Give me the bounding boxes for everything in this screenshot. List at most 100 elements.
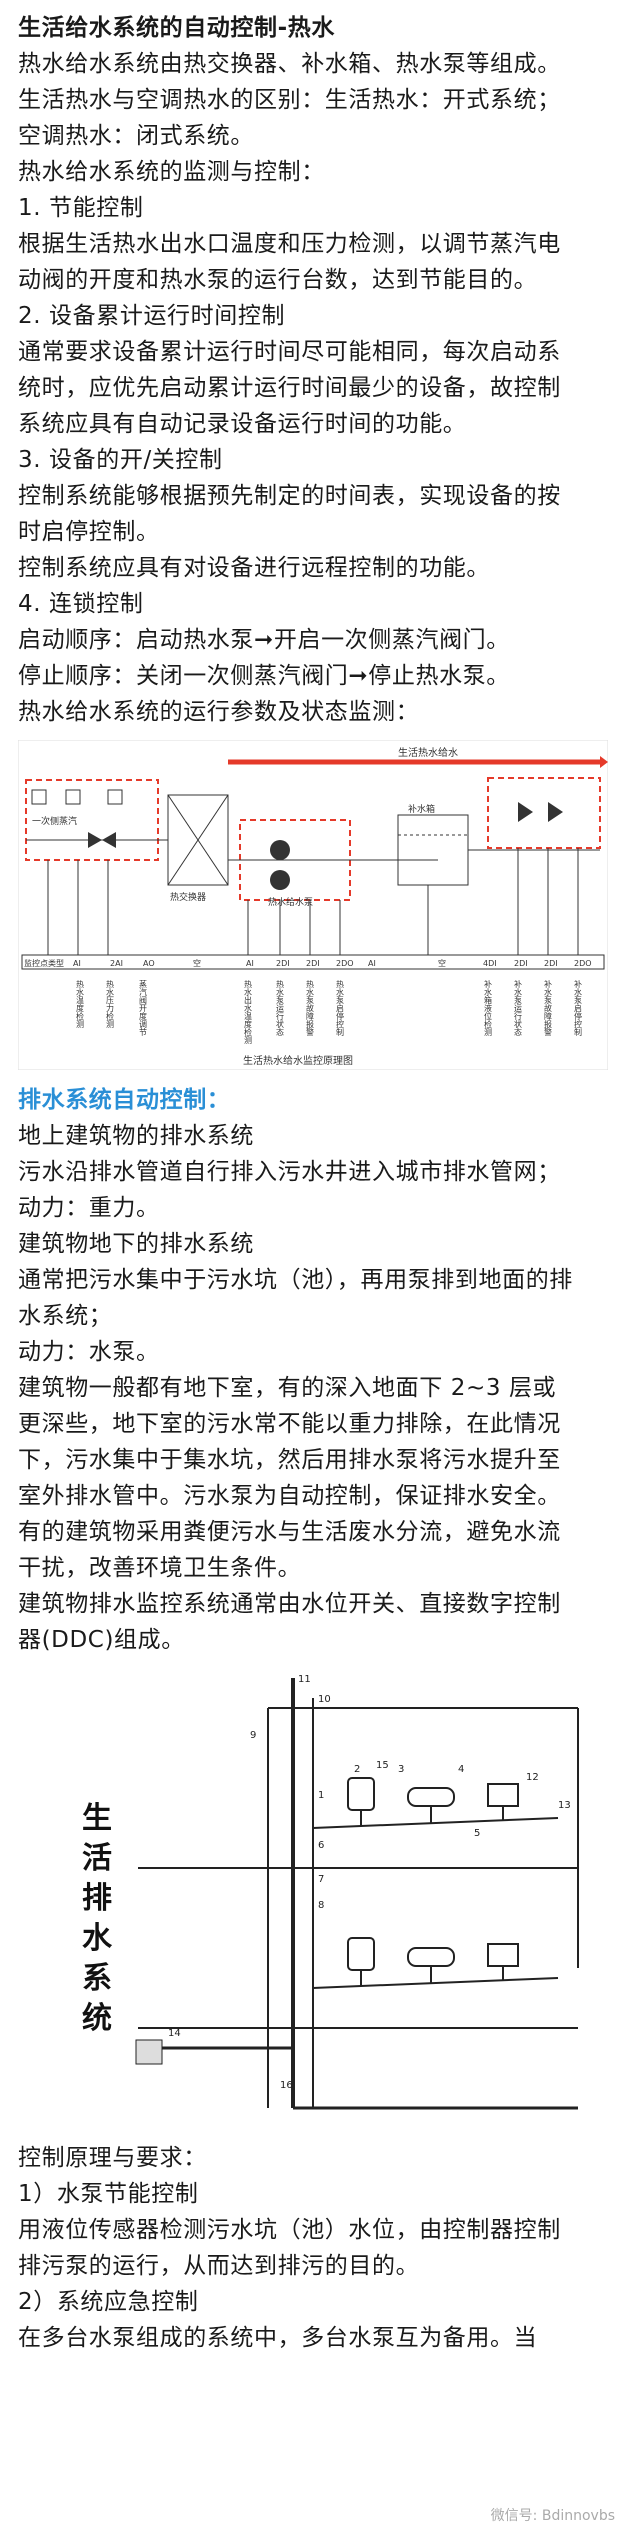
- type-cell: 2DI: [276, 959, 290, 968]
- paragraph-line: 动力：水泵。: [18, 1339, 160, 1365]
- paragraph-line: 排污泵的运行，从而达到排污的目的。: [18, 2253, 420, 2279]
- figure-caption: 生活热水给水监控原理图: [243, 1054, 353, 1067]
- drainage-diagram-svg: 生 活 排 水 系 统: [18, 1668, 608, 2128]
- type-cell: AO: [143, 959, 155, 968]
- callout-number: 14: [168, 2028, 181, 2039]
- callout-number: 2: [354, 1764, 360, 1775]
- paragraph-line: 3. 设备的开/关控制: [18, 447, 223, 473]
- paragraph-line: 建筑物排水监控系统通常由水位开关、直接数字控制: [18, 1591, 561, 1617]
- callout-number: 9: [250, 1730, 256, 1741]
- paragraph-line: 统时，应优先启动累计运行时间最少的设备，故控制: [18, 375, 561, 401]
- col-label: 热水泵启停控制: [336, 979, 345, 1037]
- type-cell: 2DO: [574, 959, 592, 968]
- paragraph-line: 器(DDC)组成。: [18, 1627, 185, 1653]
- pump-label: 热水给水泵: [268, 896, 313, 908]
- paragraph-line: 下，污水集中于集水坑，然后用排水泵将污水提升至: [18, 1447, 561, 1473]
- paragraph-line: 控制系统应具有对设备进行远程控制的功能。: [18, 555, 490, 581]
- callout-number: 4: [458, 1764, 464, 1775]
- callout-number: 11: [298, 1674, 311, 1685]
- paragraph-line: 干扰，改善环境卫生条件。: [18, 1555, 302, 1581]
- col-label: 补水泵运行状态: [514, 979, 523, 1036]
- side-label-char: 水: [82, 1921, 113, 1956]
- type-cell: 2DI: [306, 959, 320, 968]
- callout-number: 5: [474, 1828, 480, 1839]
- row-head: 监控点类型: [24, 958, 64, 968]
- section-heading: 排水系统自动控制：: [18, 1087, 231, 1113]
- paragraph-line: 2. 设备累计运行时间控制: [18, 303, 286, 329]
- heat-exchanger-label: 热交换器: [170, 891, 206, 903]
- paragraph-line: 控制系统能够根据预先制定的时间表，实现设备的按: [18, 483, 561, 509]
- paragraph-line: 热水给水系统的监测与控制：: [18, 159, 325, 185]
- paragraph-line: 停止顺序：关闭一次侧蒸汽阀门➞停止热水泵。: [18, 663, 510, 689]
- paragraph-line: 启动顺序：启动热水泵➞开启一次侧蒸汽阀门。: [18, 627, 510, 653]
- side-label-char: 活: [82, 1841, 112, 1876]
- paragraph-line: 时启停控制。: [18, 519, 160, 545]
- paragraph-line: 热水给水系统的运行参数及状态监测：: [18, 699, 420, 725]
- type-cell: 2AI: [110, 959, 123, 968]
- callout-number: 3: [398, 1764, 404, 1775]
- col-label: 热水压力检测: [106, 979, 115, 1029]
- paragraph-line: 用液位传感器检测污水坑（池）水位，由控制器控制: [18, 2217, 561, 2243]
- paragraph-line: 4. 连锁控制: [18, 591, 144, 617]
- paragraph-line: 根据生活热水出水口温度和压力检测，以调节蒸汽电: [18, 231, 561, 257]
- col-label: 热水出水温度检测: [244, 979, 253, 1045]
- wechat-watermark: 微信号: Bdinnovbs: [490, 2508, 615, 2524]
- type-cell: 空: [193, 958, 201, 968]
- paragraph-line: 动阀的开度和热水泵的运行台数，达到节能目的。: [18, 267, 538, 293]
- paragraph-line: 室外排水管中。污水泵为自动控制，保证排水安全。: [18, 1483, 561, 1509]
- paragraph-line: 污水沿排水管道自行排入污水井进入城市排水管网；: [18, 1159, 561, 1185]
- col-label: 补水泵启停控制: [574, 979, 583, 1037]
- type-cell: AI: [73, 959, 81, 968]
- type-cell: 空: [438, 958, 446, 968]
- hot-water-control-diagram: 生活热水给水 热交换器 一次侧蒸汽 热水给水泵 补水箱: [17, 739, 609, 1071]
- paragraph-line: 水系统；: [18, 1303, 113, 1329]
- paragraph-line: 地上建筑物的排水系统: [18, 1123, 254, 1149]
- callout-number: 6: [318, 1840, 324, 1851]
- paragraph-line: 热水给水系统由热交换器、补水箱、热水泵等组成。: [18, 51, 561, 77]
- side-label-char: 统: [82, 2001, 112, 2036]
- callout-number: 13: [558, 1800, 571, 1811]
- type-cell: AI: [368, 959, 376, 968]
- hot-water-diagram-svg: 生活热水给水 热交换器 一次侧蒸汽 热水给水泵 补水箱: [17, 739, 609, 1071]
- paragraph-line: 通常要求设备累计运行时间尽可能相同，每次启动系: [18, 339, 561, 365]
- col-label: 热水泵运行状态: [276, 979, 285, 1036]
- paragraph-line: 系统应具有自动记录设备运行时间的功能。: [18, 411, 467, 437]
- type-cell: AI: [246, 959, 254, 968]
- paragraph-line: 1. 节能控制: [18, 195, 144, 221]
- paragraph-line: 1）水泵节能控制: [18, 2181, 199, 2207]
- type-cell: 2DI: [514, 959, 528, 968]
- paragraph-line: 在多台水泵组成的系统中，多台水泵互为备用。当: [18, 2325, 538, 2351]
- callout-number: 8: [318, 1900, 324, 1911]
- section-title: 生活给水系统的自动控制-热水: [18, 15, 335, 41]
- col-label: 补水泵故障报警: [544, 979, 553, 1037]
- callout-number: 12: [526, 1772, 539, 1783]
- paragraph-line: 建筑物一般都有地下室，有的深入地面下 2~3 层或: [18, 1375, 557, 1401]
- callout-number: 15: [376, 1760, 389, 1771]
- paragraph-line: 动力：重力。: [18, 1195, 160, 1221]
- tank-label: 补水箱: [408, 803, 435, 815]
- callout-number: 7: [318, 1874, 324, 1885]
- paragraph-line: 更深些，地下室的污水常不能以重力排除，在此情况: [18, 1411, 561, 1437]
- col-label: 蒸汽阀开度调节: [139, 979, 148, 1037]
- callout-number: 1: [318, 1790, 324, 1801]
- type-cell: 4DI: [483, 959, 497, 968]
- side-label-char: 生: [82, 1801, 112, 1836]
- paragraph-line: 控制原理与要求：: [18, 2145, 207, 2171]
- paragraph-line: 生活热水与空调热水的区别：生活热水：开式系统；: [18, 87, 561, 113]
- type-cell: 2DI: [544, 959, 558, 968]
- paragraph-line: 有的建筑物采用粪便污水与生活废水分流，避免水流: [18, 1519, 561, 1545]
- paragraph-line: 空调热水：闭式系统。: [18, 123, 254, 149]
- col-label: 热水泵故障报警: [306, 979, 315, 1037]
- col-label: 热水温度检测: [76, 979, 85, 1029]
- side-label-char: 系: [82, 1961, 112, 1996]
- paragraph-line: 建筑物地下的排水系统: [18, 1231, 254, 1257]
- paragraph-line: 2）系统应急控制: [18, 2289, 199, 2315]
- paragraph-line: 通常把污水集中于污水坑（池），再用泵排到地面的排: [18, 1267, 573, 1293]
- callout-number: 10: [318, 1694, 331, 1705]
- type-cell: 2DO: [336, 959, 354, 968]
- callout-number: 16: [280, 2080, 293, 2091]
- drainage-system-diagram: 生 活 排 水 系 统: [18, 1668, 608, 2128]
- steam-label: 一次侧蒸汽: [32, 815, 77, 827]
- side-label-char: 排: [82, 1881, 112, 1916]
